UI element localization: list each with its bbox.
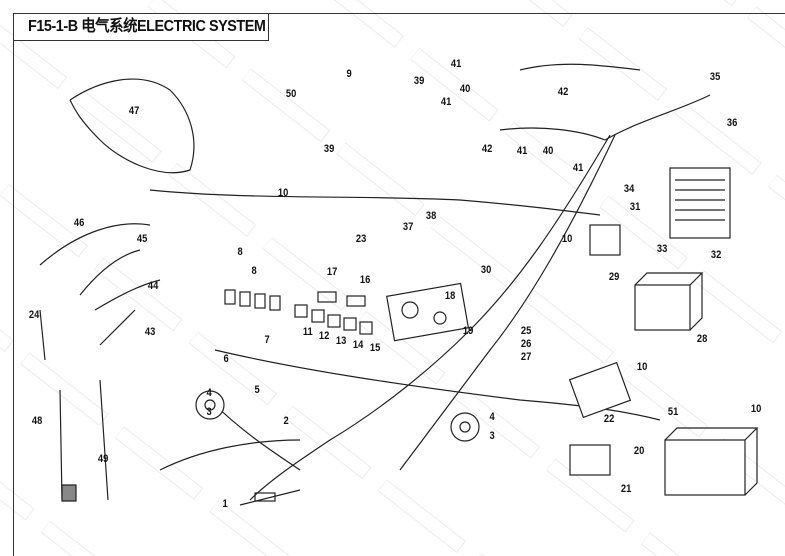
part-callout-44: 44 <box>147 280 159 292</box>
battery-28 <box>634 272 704 331</box>
part-callout-10: 10 <box>750 403 762 415</box>
cdi-unit-51 <box>664 427 759 496</box>
part-callout-50: 50 <box>285 88 297 100</box>
diagram-frame <box>13 13 785 556</box>
cables-43-46 <box>39 223 161 346</box>
part-callout-15: 15 <box>369 342 381 354</box>
relay-20 <box>569 444 611 476</box>
part-callout-49: 49 <box>97 453 109 465</box>
part-callout-17: 17 <box>326 266 338 278</box>
part-callout-34: 34 <box>623 183 635 195</box>
part-callout-41: 41 <box>572 162 584 174</box>
part-callout-28: 28 <box>696 333 708 345</box>
part-callout-9: 9 <box>346 68 352 80</box>
part-callout-19: 19 <box>462 325 474 337</box>
part-callout-22: 22 <box>603 413 615 425</box>
part-callout-31: 31 <box>629 201 641 213</box>
part-callout-20: 20 <box>633 445 645 457</box>
part-callout-32: 32 <box>710 249 722 261</box>
part-callout-23: 23 <box>355 233 367 245</box>
part-callout-16: 16 <box>359 274 371 286</box>
part-callout-21: 21 <box>620 483 632 495</box>
part-callout-24: 24 <box>28 309 40 321</box>
voltage-regulator-32 <box>669 167 731 239</box>
oxygen-sensor-1 <box>239 489 301 506</box>
part-callout-40: 40 <box>459 83 471 95</box>
part-callout-29: 29 <box>608 271 620 283</box>
part-callout-30: 30 <box>480 264 492 276</box>
connector-icon <box>61 484 77 502</box>
part-callout-33: 33 <box>656 243 668 255</box>
starter-relay-29 <box>589 224 621 256</box>
part-callout-4: 4 <box>206 387 212 399</box>
part-callout-41: 41 <box>440 96 452 108</box>
part-callout-5: 5 <box>254 384 260 396</box>
part-callout-42: 42 <box>557 86 569 98</box>
part-callout-8: 8 <box>251 265 257 277</box>
part-callout-46: 46 <box>73 217 85 229</box>
part-callout-39: 39 <box>413 75 425 87</box>
part-callout-10: 10 <box>561 233 573 245</box>
part-callout-38: 38 <box>425 210 437 222</box>
part-callout-11: 11 <box>302 326 313 338</box>
part-callout-41: 41 <box>450 58 462 70</box>
part-callout-18: 18 <box>444 290 456 302</box>
part-callout-4: 4 <box>489 411 495 423</box>
ecu-22 <box>568 361 632 419</box>
part-callout-13: 13 <box>335 335 347 347</box>
fuses-and-relays <box>224 289 373 335</box>
main-wiring-harness <box>149 63 711 501</box>
part-callout-43: 43 <box>144 326 156 338</box>
part-callout-27: 27 <box>520 351 532 363</box>
part-callout-8: 8 <box>237 246 243 258</box>
part-callout-3: 3 <box>206 406 212 418</box>
sub-harness-47 <box>69 78 195 174</box>
part-callout-39: 39 <box>323 143 335 155</box>
part-callout-37: 37 <box>402 221 414 233</box>
switch-kit-18 <box>386 282 470 342</box>
diagram-title: F15-1-B 电气系统ELECTRIC SYSTEM <box>28 18 266 35</box>
part-callout-40: 40 <box>542 145 554 157</box>
part-callout-1: 1 <box>222 498 228 510</box>
part-callout-47: 47 <box>128 105 140 117</box>
part-callout-3: 3 <box>489 430 495 442</box>
part-callout-41: 41 <box>516 145 528 157</box>
part-callout-42: 42 <box>481 143 493 155</box>
part-callout-10: 10 <box>636 361 648 373</box>
part-callout-2: 2 <box>283 415 289 427</box>
part-callout-14: 14 <box>352 339 364 351</box>
part-callout-26: 26 <box>520 338 532 350</box>
part-callout-45: 45 <box>136 233 148 245</box>
part-callout-12: 12 <box>318 330 330 342</box>
part-callout-51: 51 <box>667 406 679 418</box>
title-box: F15-1-B 电气系统ELECTRIC SYSTEM <box>13 13 269 41</box>
horns <box>195 390 480 442</box>
cable-ties-48-49 <box>39 309 109 501</box>
part-callout-35: 35 <box>709 71 721 83</box>
part-callout-36: 36 <box>726 117 738 129</box>
part-callout-7: 7 <box>264 334 270 346</box>
part-callout-48: 48 <box>31 415 43 427</box>
part-callout-6: 6 <box>223 353 229 365</box>
part-callout-25: 25 <box>520 325 532 337</box>
part-callout-10: 10 <box>277 187 289 199</box>
